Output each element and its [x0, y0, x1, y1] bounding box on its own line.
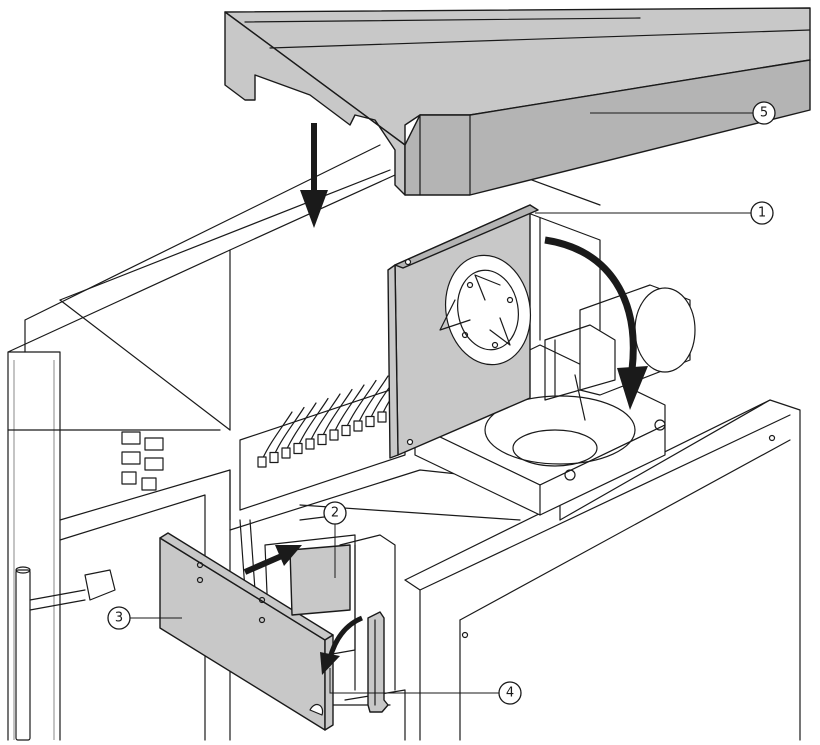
- callout-1: 1: [535, 201, 774, 225]
- cable: [273, 406, 305, 457]
- cable-plug: [281, 447, 291, 459]
- cable-plug: [293, 442, 303, 455]
- cable: [261, 411, 293, 461]
- callout-4-label: 4: [506, 686, 514, 701]
- cable: [357, 375, 389, 425]
- cable-plug: [257, 456, 267, 468]
- inner-cover-panel: [289, 544, 351, 616]
- pipe: [15, 566, 31, 741]
- control-buttons: [121, 431, 164, 491]
- top-cover: [224, 7, 811, 196]
- cable-plug: [377, 411, 387, 423]
- callout-5-label: 5: [760, 106, 768, 121]
- latch: [367, 611, 389, 713]
- callout-2-label: 2: [331, 506, 339, 521]
- cable-plug: [329, 429, 339, 441]
- fan-flap-panel: [387, 204, 539, 459]
- fan-opening: [439, 254, 532, 366]
- callout-5: 5: [590, 101, 776, 125]
- arrow-latch-icon: [320, 615, 364, 675]
- front-panel: [159, 532, 334, 731]
- callout-4: 4: [329, 668, 522, 705]
- callout-3: 3: [107, 606, 182, 630]
- cable: [309, 393, 341, 443]
- curved-arrow-icon: [544, 236, 648, 410]
- cable: [285, 402, 317, 452]
- cable: [297, 397, 329, 448]
- cable-plug: [317, 433, 327, 446]
- cable: [321, 388, 353, 439]
- callout-3-label: 3: [115, 611, 123, 626]
- cable-plug: [269, 451, 279, 464]
- cable: [345, 379, 377, 430]
- arrow-down-icon: [300, 123, 328, 228]
- callout-2: 2: [323, 501, 347, 578]
- cable-plug: [305, 438, 315, 450]
- callout-1-label: 1: [758, 206, 766, 221]
- cable: [333, 384, 365, 434]
- cable-plug: [353, 420, 363, 432]
- arrow-insert-icon: [243, 545, 302, 575]
- direction-arrows: [243, 123, 648, 675]
- cable-plug: [365, 415, 375, 428]
- cable-plug: [341, 424, 351, 437]
